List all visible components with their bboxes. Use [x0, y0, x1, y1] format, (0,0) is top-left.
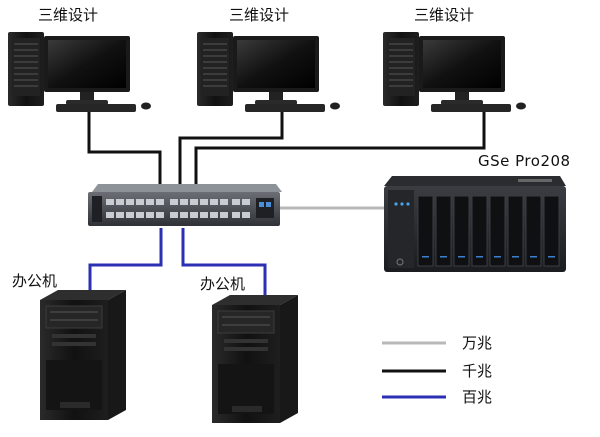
network-switch — [88, 184, 282, 226]
nas-label: GSe Pro208 — [478, 152, 571, 170]
workstation-icon — [8, 32, 151, 112]
tower-pc-icon — [40, 290, 126, 420]
workstation-icon — [197, 32, 340, 112]
nas-icon — [384, 176, 566, 272]
link-switch-office2 — [181, 228, 267, 300]
office-pc-2-label: 办公机 — [200, 275, 246, 293]
link-switch-office1 — [88, 228, 163, 295]
office-pc-2 — [212, 295, 298, 423]
link-ws3-switch — [194, 108, 486, 192]
gigabit-links — [87, 108, 486, 192]
workstation-3 — [383, 32, 526, 112]
workstation-2 — [197, 32, 340, 112]
network-switch-icon — [88, 184, 282, 226]
workstation-3-label: 三维设计 — [414, 6, 475, 24]
workstation-1 — [8, 32, 151, 112]
workstation-2-label: 三维设计 — [229, 6, 290, 24]
tower-pc-icon — [212, 295, 298, 423]
link-ws1-switch — [87, 108, 162, 192]
office-pc-1 — [40, 290, 126, 420]
workstation-1-label: 三维设计 — [38, 6, 99, 24]
legend-label-ten-gigabit: 万兆 — [462, 334, 493, 352]
link-ws2-switch — [178, 108, 284, 192]
nas-device — [384, 176, 566, 272]
hundred-megabit-links — [88, 228, 267, 300]
legend — [382, 341, 446, 399]
legend-label-gigabit: 千兆 — [462, 362, 493, 380]
workstation-icon — [383, 32, 526, 112]
office-pc-1-label: 办公机 — [12, 272, 58, 290]
legend-label-hundred-megabit: 百兆 — [462, 388, 493, 406]
